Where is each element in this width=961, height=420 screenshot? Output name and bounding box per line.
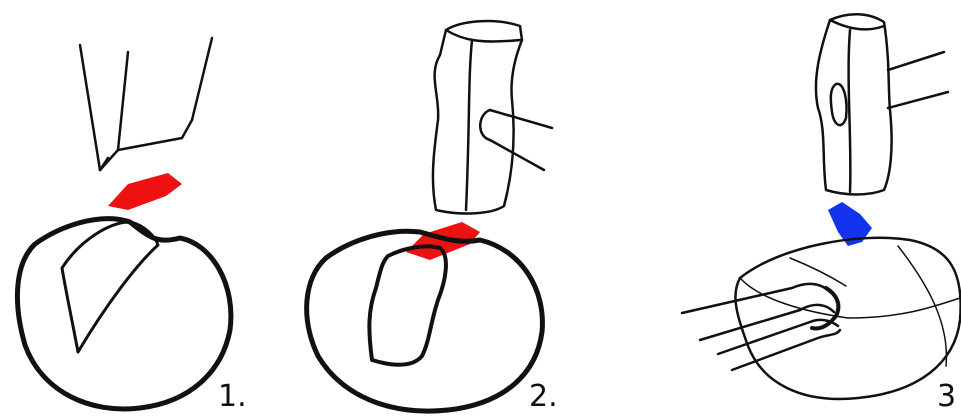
red-arrow-icon <box>108 173 182 210</box>
workpiece-split-icon <box>17 219 230 409</box>
chisel-icon <box>80 38 212 170</box>
tongs-icon <box>682 284 840 370</box>
step-1-panel <box>17 38 230 409</box>
hammer-icon <box>816 14 948 194</box>
step-3-panel <box>682 14 961 399</box>
step-3-label: 3 <box>937 382 956 412</box>
hammer-icon <box>433 21 552 213</box>
step-1-label: 1. <box>218 382 247 412</box>
step-2-label: 2. <box>529 382 558 412</box>
step-2-panel <box>307 21 552 411</box>
workpiece-split-icon <box>307 231 543 411</box>
